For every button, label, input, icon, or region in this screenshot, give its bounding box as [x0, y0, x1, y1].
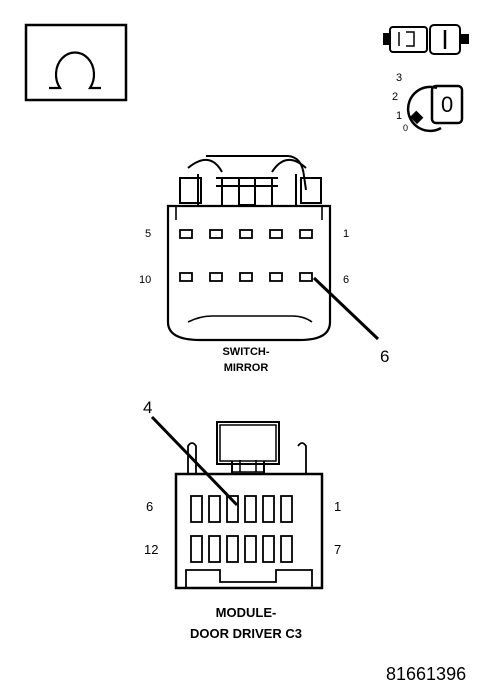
switch-mirror-connector [166, 155, 380, 342]
key-position-3: 3 [396, 72, 403, 84]
module-pin-cavity [280, 535, 293, 563]
figure-number: 81661396 [386, 664, 467, 684]
switch-mirror-pin-cavity [299, 229, 313, 239]
module-pin-cavity [190, 495, 203, 523]
switch-mirror-pin-6: 6 [343, 274, 350, 286]
key-position-1: 1 [396, 110, 403, 122]
module-pin-cavity [244, 535, 257, 563]
key-position-0: 0 [403, 123, 409, 133]
module-pin-cavity [226, 495, 239, 523]
module-pin-cavity [280, 495, 293, 523]
key-position-2: 2 [392, 91, 399, 103]
module-pin-6: 6 [146, 499, 154, 514]
module-pin-cavity [208, 495, 221, 523]
switch-mirror-pin-cavity [239, 229, 253, 239]
module-pin-cavity [244, 495, 257, 523]
switch-mirror-pin-cavity [179, 272, 193, 282]
ignition-key-icon [406, 84, 464, 133]
switch-mirror-pin-cavity [179, 229, 193, 239]
switch-mirror-caption-line2: MIRROR [223, 362, 269, 374]
module-pin-7: 7 [334, 542, 342, 557]
switch-mirror-pin-cavity [269, 229, 283, 239]
switch-mirror-pin-cavity [299, 272, 313, 282]
switch-mirror-pin-cavity [209, 229, 223, 239]
switch-mirror-pin-cavity [239, 272, 253, 282]
module-pin-12: 12 [144, 542, 159, 557]
switch-mirror-pin-1: 1 [343, 228, 350, 240]
module-pin-cavity [226, 535, 239, 563]
key-current-position: 0 [441, 92, 454, 117]
switch-mirror-caption-line1: SWITCH- [222, 346, 270, 358]
module-pin-cavity [262, 535, 275, 563]
callout-leader-line [150, 415, 239, 507]
module-pin-cavity [208, 535, 221, 563]
module-callout: 4 [143, 398, 153, 417]
switch-mirror-pin-10: 10 [139, 274, 152, 286]
module-pin-1: 1 [334, 499, 342, 514]
module-door-driver-connector [150, 415, 324, 590]
module-pin-cavity [190, 535, 203, 563]
module-caption-line2: DOOR DRIVER C3 [190, 626, 302, 641]
switch-mirror-pin-cavity [269, 272, 283, 282]
module-pin-cavity [262, 495, 275, 523]
switch-mirror-pin-cavity [209, 272, 223, 282]
disconnect-connector-icon [383, 24, 469, 55]
callout-leader-line [312, 276, 380, 341]
module-caption-line1: MODULE- [215, 605, 277, 620]
switch-mirror-pin-5: 5 [145, 228, 152, 240]
switch-mirror-callout: 6 [380, 347, 390, 366]
ohmmeter-icon [24, 23, 128, 102]
